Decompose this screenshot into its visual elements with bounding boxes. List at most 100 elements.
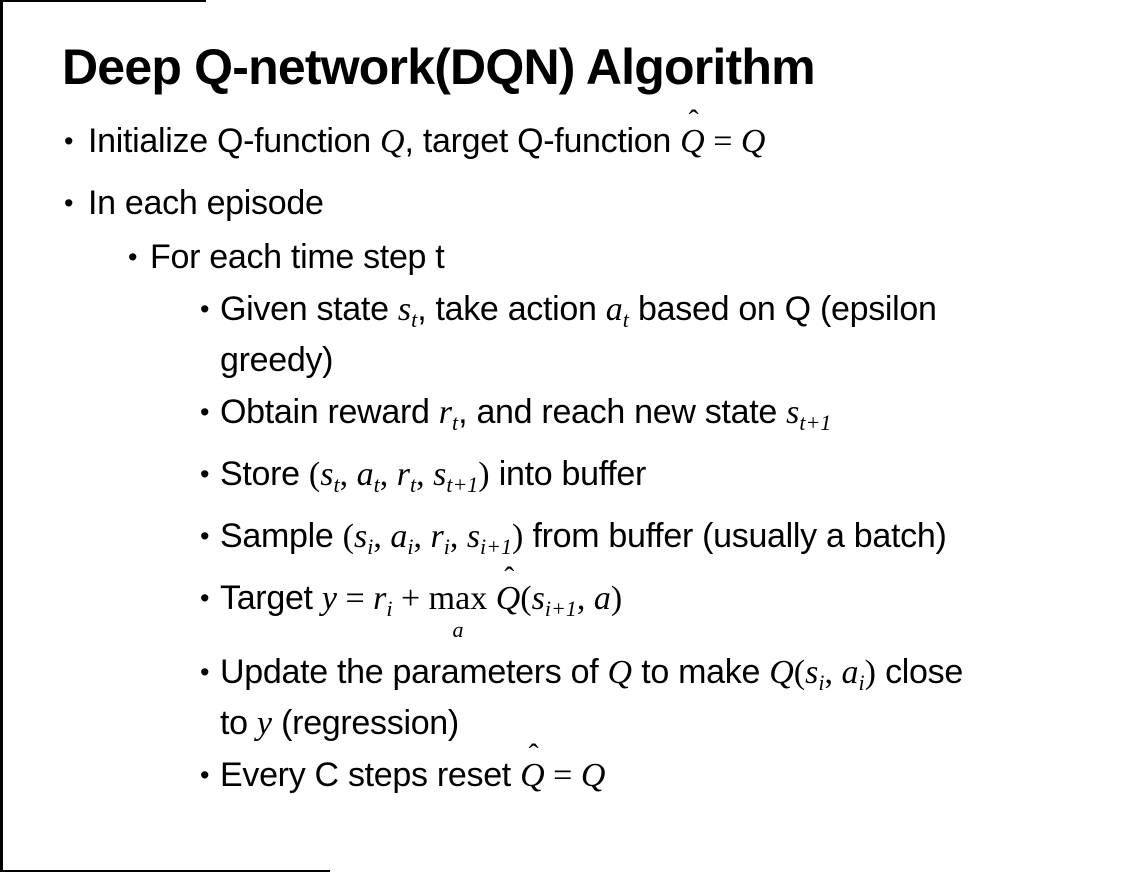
text-run: (regression) [272,704,459,742]
math-subscript: t [411,307,418,332]
math-subscript: t [373,472,380,497]
bullet-icon: • [200,459,210,489]
math-subscript: t+1 [799,410,832,435]
math-var: s [353,518,368,555]
math-subscript: i [407,534,414,559]
slide-left-border [0,0,3,872]
bullet-content: Update the parameters of Q to make Q(si,… [220,652,963,744]
bullet-icon: • [200,583,210,613]
max-label: max [428,580,488,617]
math-subscript: i [858,670,865,695]
bullet-content: Initialize Q-function Q, target Q-functi… [88,106,765,162]
text-run: Initialize Q-function [88,122,380,160]
math-var: s [466,518,481,555]
bullet-icon: • [200,760,210,790]
math-var: s [531,580,545,617]
math-symbol: ( [308,456,321,493]
math-subscript: i+1 [480,534,513,559]
text-run: Target [220,579,322,617]
bullet-icon: • [200,657,210,687]
math-symbol: ) [610,580,623,617]
math-subscript: i+1 [544,596,577,621]
math-subscript: i [367,534,374,559]
bullet-icon: • [64,126,74,156]
bullet-icon: • [200,294,210,324]
text-run: close [875,653,963,691]
bullet-content: Store (st, at, rt, st+1) into buffer [220,454,646,505]
math-symbol: ) [512,518,524,555]
math-symbol: , [416,456,434,493]
bullet-content: In each episode [88,183,324,224]
text-run: In each episode [88,184,324,222]
math-var: Q [769,654,794,691]
math-var: Q [607,654,633,691]
bullet-content: Given state st, take action at based on … [220,289,937,381]
math-var: Q [495,580,521,617]
math-subscript: i [818,670,825,695]
bullet-icon: • [200,521,210,551]
math-var: Q [379,123,405,160]
math-subscript: t [622,307,629,332]
bullet-content: For each time step t [150,237,445,278]
math-var: s [320,456,334,493]
math-var: s [433,456,447,493]
math-symbol: , [413,518,431,555]
math-var: r [373,580,387,617]
math-symbol: , [373,518,391,555]
math-var: Q [520,757,545,794]
bullet-content: Obtain reward rt, and reach new state st… [220,392,831,443]
math-var: y [256,705,272,742]
text-run: greedy) [220,341,334,379]
text-run: , target Q-function [404,122,681,160]
math-var: r [396,456,410,493]
math-subscript: t [409,472,417,497]
math-var: Q [580,757,606,794]
bullet-item: • In each episode [64,183,1124,224]
math-var: a [390,518,408,555]
bullet-item: •Obtain reward rt, and reach new state s… [200,392,1124,443]
math-symbol: + [392,580,429,617]
math-subscript: i [443,534,450,559]
math-var: a [356,456,374,493]
text-run: into buffer [489,455,647,493]
math-subscript: t+1 [446,472,479,497]
text-run: , take action [417,290,606,328]
hat-accent-icon: ˆ [688,104,699,137]
math-symbol: = [336,580,374,617]
math-symbol: ) [864,654,876,691]
math-symbol: , [339,456,357,493]
math-symbol [487,580,496,617]
text-run: Every C steps reset [220,756,521,794]
math-var: a [841,654,859,691]
text-run: For each time step t [150,238,445,276]
math-symbol: , [379,456,397,493]
bullet-item: • Given state st, take action at based on… [200,289,1124,381]
slide-top-border [0,0,206,2]
math-var: s [397,291,412,328]
bullet-item: •Sample (si, ai, ri, si+1) from buffer (… [200,516,1124,567]
math-var: r [430,518,444,555]
math-var: y [321,580,337,617]
math-subscript: t [452,410,459,435]
bullet-item: • Update the parameters of Q to make Q(si… [200,652,1124,744]
bullet-icon: • [64,188,74,218]
text-run: Sample [220,517,343,555]
bullet-icon: • [128,242,138,272]
hat-accent-icon: ˆ [528,738,539,771]
math-var: Q [680,123,705,160]
math-symbol: , [824,654,842,691]
math-var: s [805,654,819,691]
math-symbol: ( [342,518,354,555]
bullet-list: •Initialize Q-function Q, target Q-funct… [0,106,1124,796]
text-run: Given state [220,290,398,328]
max-under-var: a [452,617,464,642]
math-subscript: t [333,472,340,497]
math-symbol: ) [478,456,490,493]
